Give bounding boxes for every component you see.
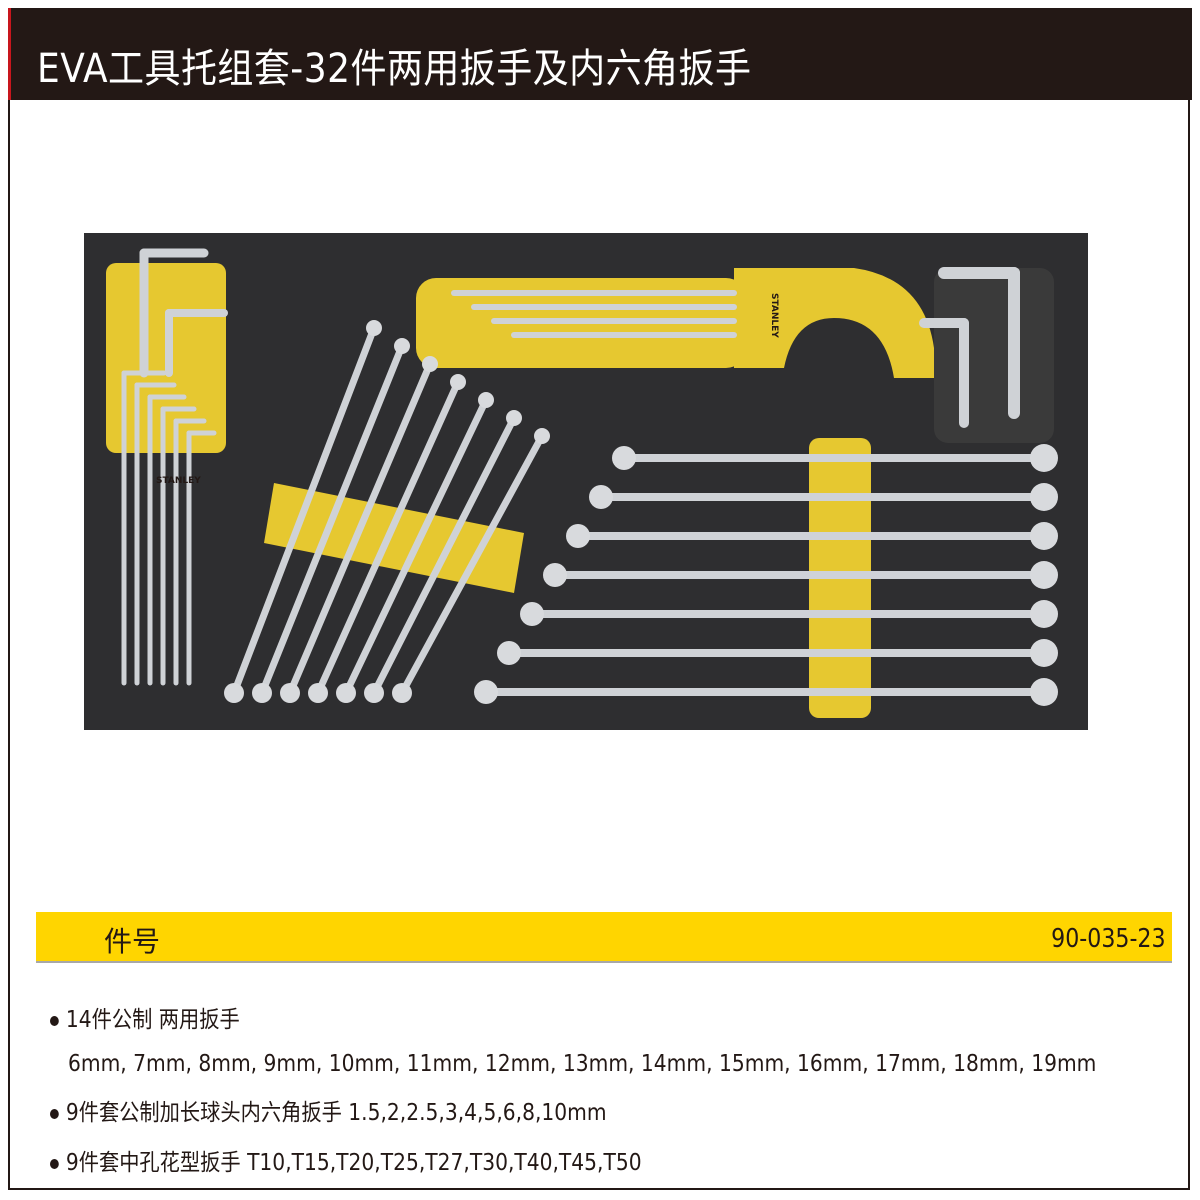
spec-sizes: 6mm, 7mm, 8mm, 9mm, 10mm, 11mm, 12mm, 13…: [68, 1051, 1096, 1077]
wrench-ring-end: [478, 392, 494, 408]
combination-wrench: [314, 378, 462, 697]
wrench-open-end: [252, 683, 272, 703]
spec-text: 9件套公制加长球头内六角扳手 1.5,2,2.5,3,4,5,6,8,10mm: [65, 1100, 607, 1126]
wrench-ring-end: [422, 356, 438, 372]
bullet-icon: [50, 1108, 59, 1119]
wrench-open-end: [566, 524, 590, 548]
wrench-ring-end: [1030, 639, 1058, 667]
wrench-ring-end: [1030, 561, 1058, 589]
spec-text: 14件公制 两用扳手: [65, 1007, 240, 1033]
wrench-open-end: [612, 446, 636, 470]
combination-wrench: [370, 414, 518, 697]
page-title: EVA工具托组套-32件两用扳手及内六角扳手: [37, 46, 752, 92]
wrench-open-end: [474, 680, 498, 704]
wrench-ring-end: [534, 428, 550, 444]
wrench-open-end: [336, 683, 356, 703]
spec-text: 9件套中孔花型扳手 T10,T15,T20,T25,T27,T30,T40,T4…: [65, 1150, 642, 1176]
wrench-open-end: [497, 641, 521, 665]
wrench-open-end: [520, 602, 544, 626]
wrench-ring-end: [1030, 678, 1058, 706]
bullet-icon: [50, 1158, 59, 1169]
stanley-logo-right: STANLEY: [769, 293, 779, 338]
combination-wrench: [286, 360, 434, 697]
wrench-open-end: [308, 683, 328, 703]
combination-wrench: [230, 324, 378, 697]
wrench-ring-end: [366, 320, 382, 336]
part-number-label: 件号: [104, 925, 161, 958]
wrench-ring-end: [1030, 444, 1058, 472]
spec-text: 6mm, 7mm, 8mm, 9mm, 10mm, 11mm, 12mm, 13…: [68, 1051, 1097, 1077]
wrench-open-end: [280, 683, 300, 703]
combination-wrench: [398, 432, 546, 697]
tools: [121, 248, 1058, 706]
wrench-open-end: [589, 485, 613, 509]
part-number-value: 90-035-23: [1051, 924, 1166, 954]
bullet-icon: [50, 1015, 59, 1026]
wrench-open-end: [224, 683, 244, 703]
combination-wrench: [342, 396, 490, 697]
product-photo: STANLEY STANLEY: [84, 233, 1088, 730]
wrench-ring-end: [394, 338, 410, 354]
wrench-open-end: [543, 563, 567, 587]
wrench-open-end: [392, 683, 412, 703]
wrench-ring-end: [506, 410, 522, 426]
wrench-ring-end: [1030, 483, 1058, 511]
spec-item-2: 9件套公制加长球头内六角扳手 1.5,2,2.5,3,4,5,6,8,10mm: [50, 1093, 607, 1127]
spec-item-1: 14件公制 两用扳手: [50, 1000, 240, 1034]
stanley-logo-left: STANLEY: [156, 476, 201, 486]
title-header: EVA工具托组套-32件两用扳手及内六角扳手: [8, 8, 1192, 100]
wrench-open-end: [364, 683, 384, 703]
wrench-ring-end: [450, 374, 466, 390]
part-number-bar: 件号 90-035-23: [36, 912, 1172, 963]
wrench-ring-end: [1030, 600, 1058, 628]
combination-wrench: [258, 342, 406, 697]
spec-item-3: 9件套中孔花型扳手 T10,T15,T20,T25,T27,T30,T40,T4…: [50, 1143, 642, 1177]
wrench-ring-end: [1030, 522, 1058, 550]
